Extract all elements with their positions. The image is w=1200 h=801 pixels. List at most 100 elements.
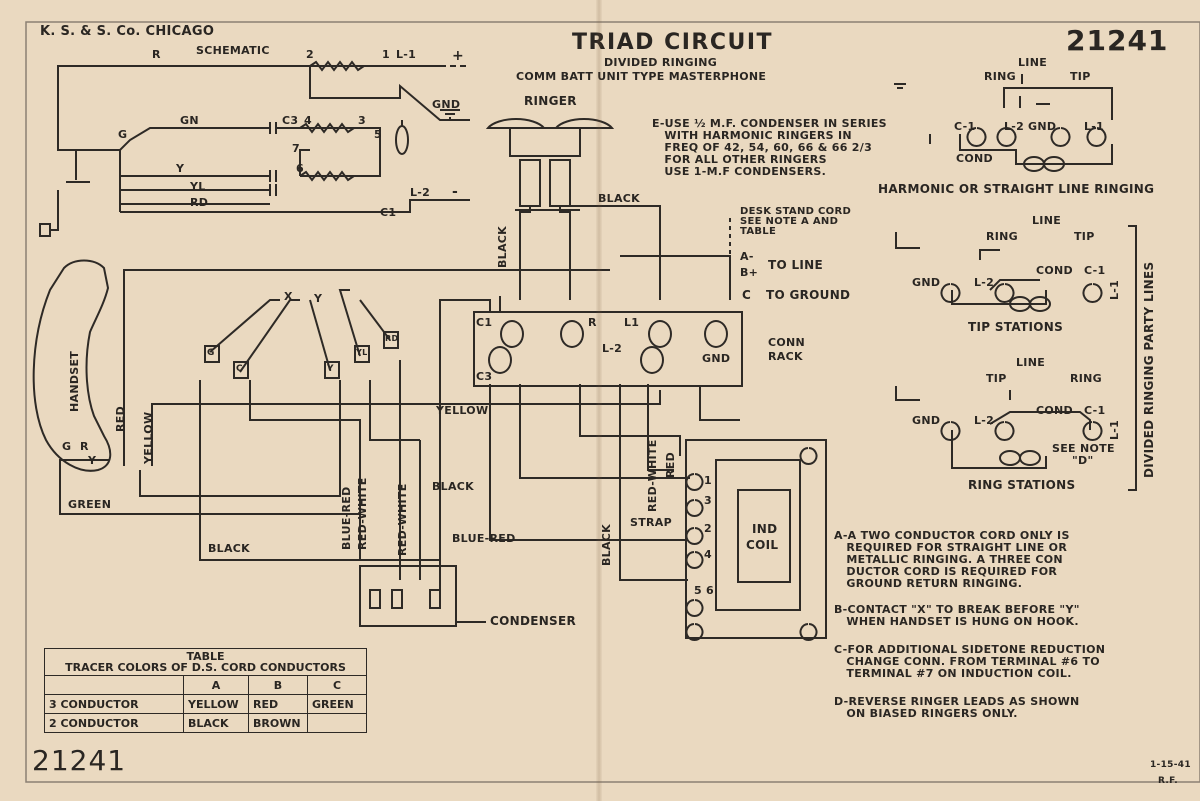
rack-l2: L-2 [602,342,623,355]
tip-line: LINE [1032,214,1062,227]
tip-l1: L-1 [1108,279,1121,300]
table-row: 2 CONDUCTOR BLACK BROWN [44,713,367,733]
wire-red-white: RED-WHITE [356,477,369,550]
sch-2: 2 [306,48,314,61]
harm-l2: L-2 [1004,120,1025,133]
sch-minus: - [452,184,459,200]
wire-blue-red: BLUE-RED [340,486,353,550]
hook-contact-x: X [284,290,293,303]
table-cell [307,713,367,733]
wire-red-white-2: RED-WHITE [396,483,409,556]
note-a: A-A TWO CONDUCTOR CORD ONLY IS REQUIRED … [834,529,1070,590]
coil-terminal-5: 5 [694,584,702,597]
rack-terminal-c1 [500,320,524,348]
tip-l2: L-2 [974,276,995,289]
tip-c1: C-1 [1084,264,1106,277]
to-line-label: TO LINE [768,258,824,272]
coil-terminal-3: 3 [704,494,712,507]
drawing-initials: R.F. [1158,776,1178,786]
rack-gnd: GND [702,352,731,365]
sch-gnd: GND [432,98,461,111]
desk-stand-table: TABLE [740,226,777,237]
table-row: 3 CONDUCTOR YELLOW RED GREEN [44,694,367,714]
sch-1: 1 [382,48,390,61]
strap-label: STRAP [630,516,672,529]
ringer-black-wire: BLACK [598,192,641,205]
to-ground-label: TO GROUND [766,288,851,302]
handset-r: R [80,440,89,453]
rack-label-rack: RACK [768,350,803,363]
hook-contact-y: Y [314,292,323,305]
table-title: TABLE [186,650,225,663]
ring-gnd: GND [912,414,941,427]
table-col-header: A [183,675,249,695]
sch-c1: C1 [380,206,397,219]
wire-red: RED [664,451,677,478]
table-cell: RED [248,694,308,714]
table-cell: 3 CONDUCTOR [44,694,184,714]
harm-c1: C-1 [954,120,976,133]
term-g: G [207,348,215,358]
harm-cond: COND [956,152,993,165]
tip-caption: TIP STATIONS [968,320,1064,334]
cord-a: A- [740,250,754,263]
rack-label-conn: CONN [768,336,806,349]
tip-ring: RING [986,230,1018,243]
note-b: B-CONTACT "X" TO BREAK BEFORE "Y" WHEN H… [834,603,1080,628]
ring-tip: TIP [986,372,1007,385]
sch-3: 3 [358,114,366,127]
ring-l2: L-2 [974,414,995,427]
sch-7: 7 [292,142,300,155]
ring-caption: RING STATIONS [968,478,1076,492]
table-cell: GREEN [307,694,367,714]
ring-line: LINE [1016,356,1046,369]
schematic-label: SCHEMATIC [196,44,270,57]
diagram-subtitle: DIVIDED RINGING [604,56,718,69]
sch-gn: GN [180,114,199,127]
note-c: C-FOR ADDITIONAL SIDETONE REDUCTION CHAN… [834,643,1106,680]
tip-cond: COND [1036,264,1073,277]
table-col-header: C [307,675,367,695]
sch-y: Y [176,162,185,175]
coil-terminal-1: 1 [704,474,712,487]
wire-red-white-3: RED-WHITE [646,439,659,512]
rack-terminal-c3 [488,346,512,374]
rack-terminal-gnd [704,320,728,348]
rack-terminal-l1 [648,320,672,348]
desk-stand-see-note: SEE NOTE A AND [740,216,839,227]
table-header-row: A B C [44,675,367,695]
sch-yl: YL [190,180,206,193]
drawing-number-bottom: 21241 [32,744,127,777]
term-yl: YL [356,348,368,357]
ring-ring: RING [1070,372,1102,385]
coil-terminal-4: 4 [704,548,712,561]
sch-5: 5 [374,128,382,141]
table-col-header: B [248,675,308,695]
handset-g: G [62,440,72,453]
wire-black-ringer: BLACK [496,225,509,268]
ring-note-d: "D" [1072,454,1094,467]
wire-red-handset: RED [114,405,127,432]
coil-terminal-6: 6 [706,584,714,597]
handset-y: Y [88,454,97,467]
desk-stand-cord: DESK STAND CORD [740,206,852,217]
table-subtitle: TRACER COLORS OF D.S. CORD CONDUCTORS [65,661,346,674]
term-rd: RD [385,334,399,343]
sch-g: G [118,128,128,141]
table-cell: BLACK [183,713,249,733]
tracer-colors-table: TABLE TRACER COLORS OF D.S. CORD CONDUCT… [44,648,367,733]
table-cell: YELLOW [183,694,249,714]
rack-terminal-r [560,320,584,348]
harm-caption: HARMONIC OR STRAIGHT LINE RINGING [878,182,1155,196]
cord-c: C [742,288,752,302]
coil-label-coil: COIL [746,538,779,552]
wire-yellow-mid: YELLOW [436,404,489,417]
ring-cond: COND [1036,404,1073,417]
sch-rd: RD [190,196,209,209]
company-name: K. S. & S. Co. CHICAGO [40,24,215,39]
harm-tip: TIP [1070,70,1091,83]
sch-l1: L-1 [396,48,417,61]
ring-c1: C-1 [1084,404,1106,417]
sch-r: R [152,48,161,61]
